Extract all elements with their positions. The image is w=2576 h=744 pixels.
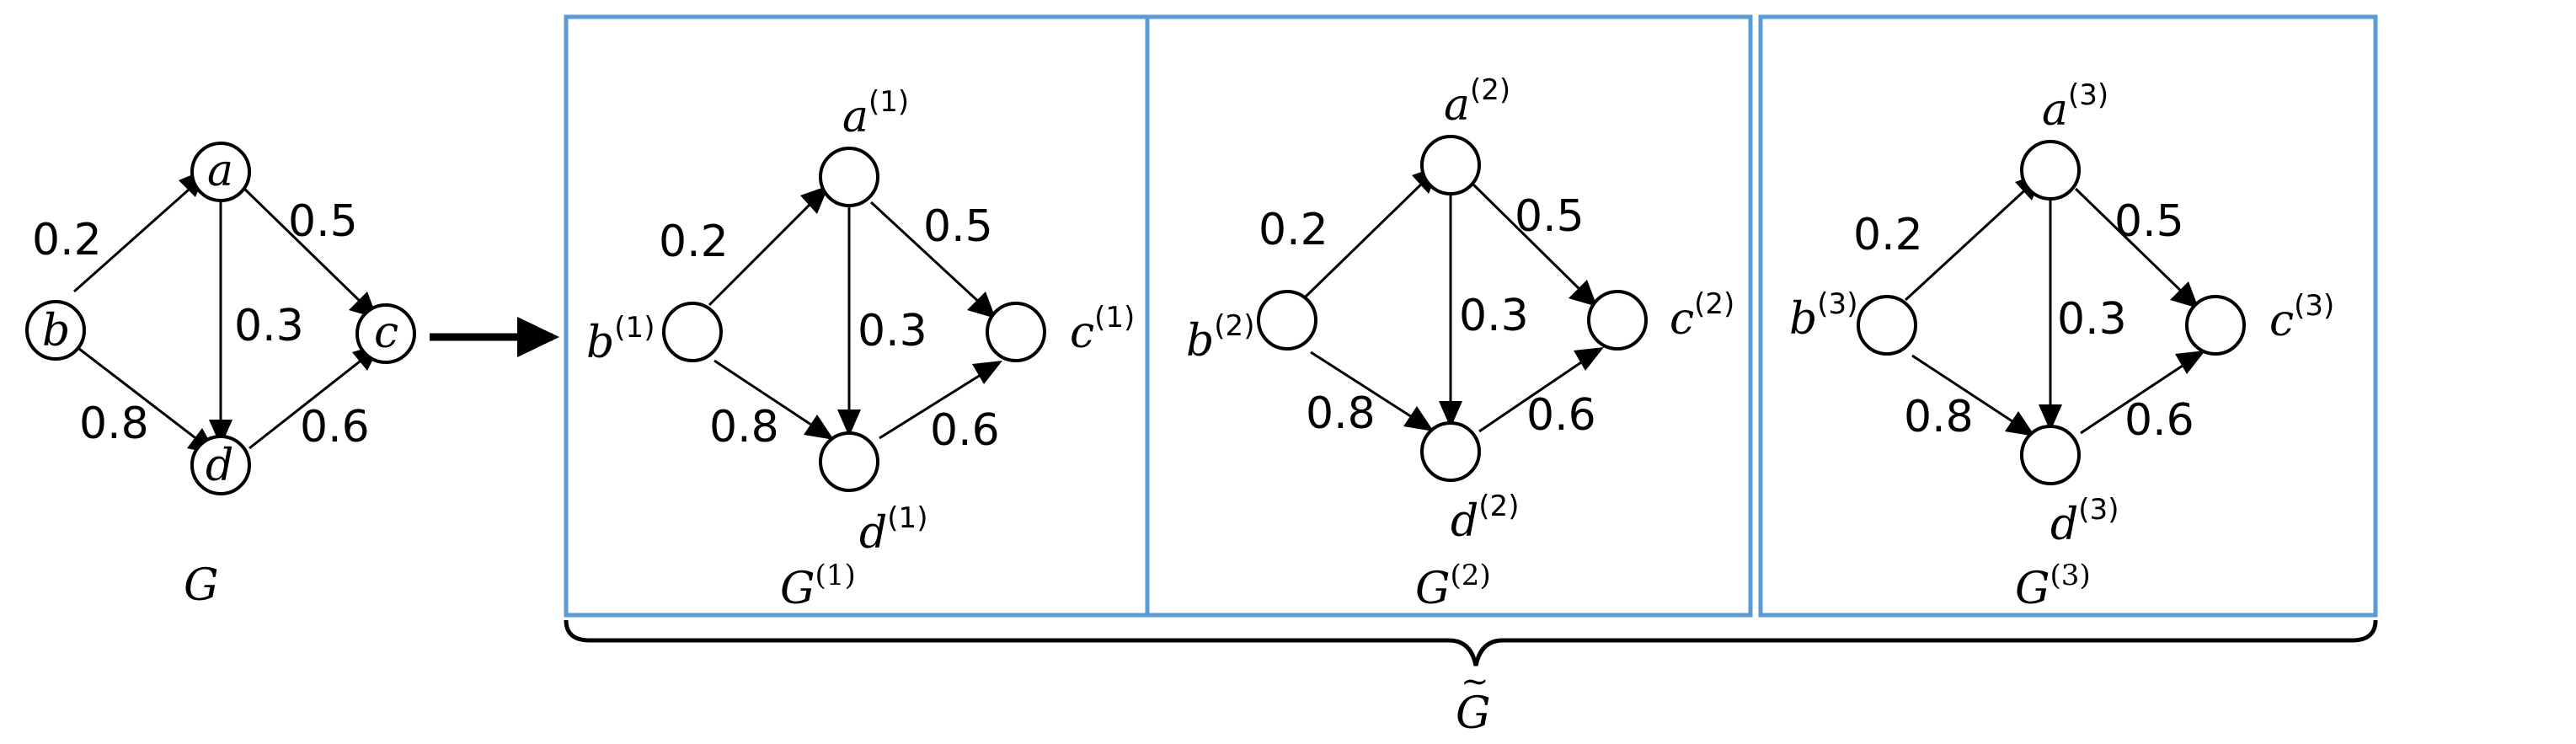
weight-b-a: 0.2	[32, 215, 102, 265]
copy2-node-b-label: b(2)	[1186, 309, 1254, 367]
weight-a-d: 0.3	[234, 301, 304, 351]
copy-box-3	[1758, 14, 2378, 618]
edge-b-d	[78, 347, 203, 445]
combined-graph-name: G	[1456, 688, 1491, 739]
weight-d-c: 0.6	[300, 402, 370, 452]
edge-b-a	[73, 182, 196, 293]
combined-brace	[564, 619, 2378, 666]
copy2-weight-a-d: 0.3	[1459, 291, 1529, 341]
copy2-node-d-label: d(2)	[1451, 490, 1519, 547]
weight-a-c: 0.5	[288, 196, 358, 247]
copy2-node-d	[1420, 421, 1481, 482]
copy-graph-2: 0.2 0.5 0.3 0.8 0.6 a(2) b(2) c(2) d(2) …	[1145, 14, 1753, 618]
copy3-weight-a-d: 0.3	[2057, 294, 2127, 345]
copy3-weight-d-c: 0.6	[2124, 395, 2194, 446]
copy3-node-d	[2020, 425, 2081, 485]
copy1-node-b-label: b(1)	[586, 311, 655, 368]
copy3-weight-b-a: 0.2	[1853, 210, 1923, 260]
edge-a-c	[241, 185, 366, 307]
copy1-node-c-label: c(1)	[1070, 301, 1135, 358]
node-a	[190, 142, 251, 202]
copy-box-2	[1145, 14, 1753, 618]
copy3-node-b-label: b(3)	[1789, 287, 1857, 345]
copy1-node-a-label: a(1)	[842, 85, 909, 142]
copy1-node-a	[819, 147, 879, 207]
copy2-weight-b-d: 0.8	[1306, 388, 1376, 439]
copy1-weight-b-d: 0.8	[709, 402, 779, 452]
copy3-node-a-label: a(3)	[2042, 78, 2108, 136]
copy1-weight-a-c: 0.5	[923, 201, 993, 252]
copy2-weight-a-c: 0.5	[1515, 191, 1585, 242]
copy3-graph-name: G(3)	[2015, 559, 2091, 614]
copy3-weight-a-c: 0.5	[2114, 196, 2184, 247]
node-d-label: d	[206, 441, 233, 491]
copy2-node-a	[1420, 135, 1481, 195]
node-d	[190, 435, 251, 495]
node-b	[25, 300, 86, 361]
copy1-node-d	[819, 431, 879, 492]
copy1-node-c	[986, 302, 1046, 362]
copy2-node-a-label: a(2)	[1444, 73, 1510, 131]
node-c-label: c	[374, 308, 398, 358]
transform-arrowhead-icon	[517, 317, 559, 357]
copy2-graph-name: G(2)	[1415, 559, 1491, 614]
copy2-weight-d-c: 0.6	[1526, 390, 1596, 441]
copy1-weight-b-a: 0.2	[659, 217, 729, 267]
copy2-node-b	[1257, 290, 1317, 351]
copy1-node-b	[662, 302, 723, 362]
copy3-node-a	[2020, 140, 2081, 201]
copy1-node-d-label: d(1)	[859, 501, 927, 559]
original-graph: 0.2 0.5 0.3 0.8 0.6 a b c d G	[25, 142, 416, 611]
node-c	[355, 303, 416, 364]
node-b-label: b	[42, 306, 70, 356]
copy2-weight-b-a: 0.2	[1259, 205, 1328, 255]
node-a-label: a	[207, 146, 233, 196]
copy2-node-c	[1587, 290, 1648, 351]
copy1-graph-name: G(1)	[780, 559, 856, 614]
copy3-weight-b-d: 0.8	[1904, 392, 1974, 442]
copy1-weight-d-c: 0.6	[930, 405, 1000, 456]
copy2-node-c-label: c(2)	[1670, 287, 1734, 345]
edge-d-c	[249, 354, 368, 450]
copy3-node-b	[1857, 295, 1917, 356]
copy-graph-3: 0.2 0.5 0.3 0.8 0.6 a(3) b(3) c(3) d(3) …	[1758, 14, 2378, 618]
copy-graph-1: 0.2 0.5 0.3 0.8 0.6 a(1) b(1) c(1) d(1) …	[564, 14, 1150, 618]
copy1-weight-a-d: 0.3	[858, 306, 927, 356]
copy3-node-c-label: c(3)	[2269, 289, 2334, 346]
arrowhead-a-d	[209, 420, 232, 447]
graph-name-G: G	[184, 560, 219, 611]
copy3-node-d-label: d(3)	[2050, 493, 2119, 550]
weight-b-d: 0.8	[79, 399, 149, 449]
copy3-node-c	[2185, 295, 2246, 356]
combined-graph-accent: ~	[1461, 662, 1489, 701]
